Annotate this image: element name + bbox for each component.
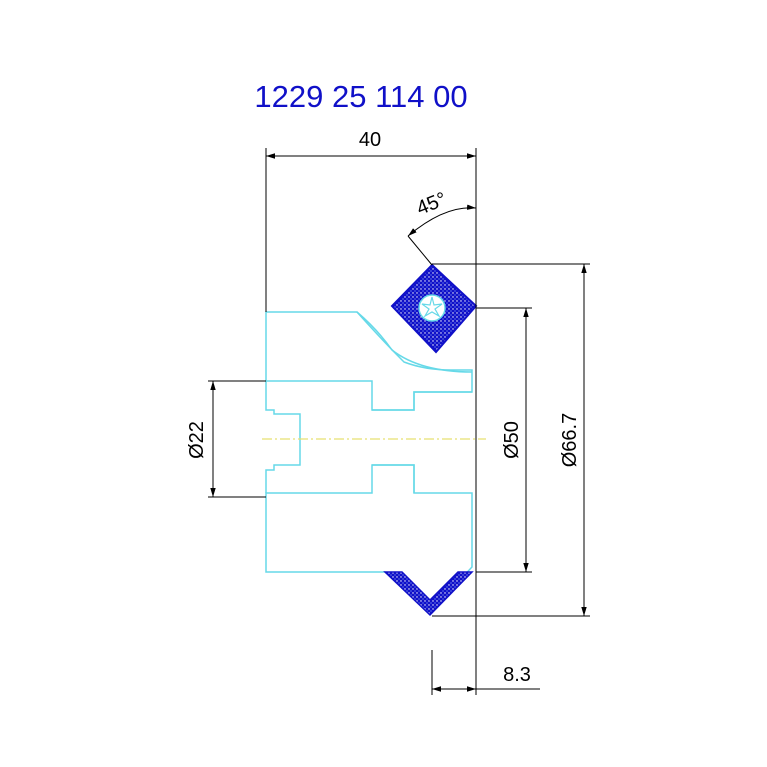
bore-diameter-label: Ø22 [186, 421, 208, 459]
lower-hatched-region [265, 464, 473, 614]
chamfer-angle-label: 45° [413, 188, 449, 220]
bore-outline [265, 381, 301, 493]
counterbore-outline [372, 391, 472, 493]
dimension-chamfer-angle: 45° [407, 188, 477, 266]
seal-lower-chamfer [383, 571, 474, 617]
seat-diameter-label: Ø50 [501, 421, 523, 459]
outer-diameter-label: Ø66.7 [559, 413, 581, 467]
dimension-outer-diameter: Ø66.7 [432, 263, 590, 617]
fillet-arc [356, 311, 473, 373]
dimension-bore-diameter: Ø22 [186, 380, 266, 498]
dimension-seat-diameter: Ø50 [476, 307, 532, 573]
part-section [265, 311, 473, 614]
seal-core-star-icon [421, 296, 443, 318]
dimension-offset: 8.3 [431, 650, 540, 695]
part-number-title: 1229 25 114 00 [254, 79, 467, 114]
overall-width-label: 40 [359, 129, 381, 151]
offset-label: 8.3 [503, 664, 531, 686]
dimension-overall-width: 40 [265, 129, 477, 695]
seal-upper [390, 263, 478, 354]
